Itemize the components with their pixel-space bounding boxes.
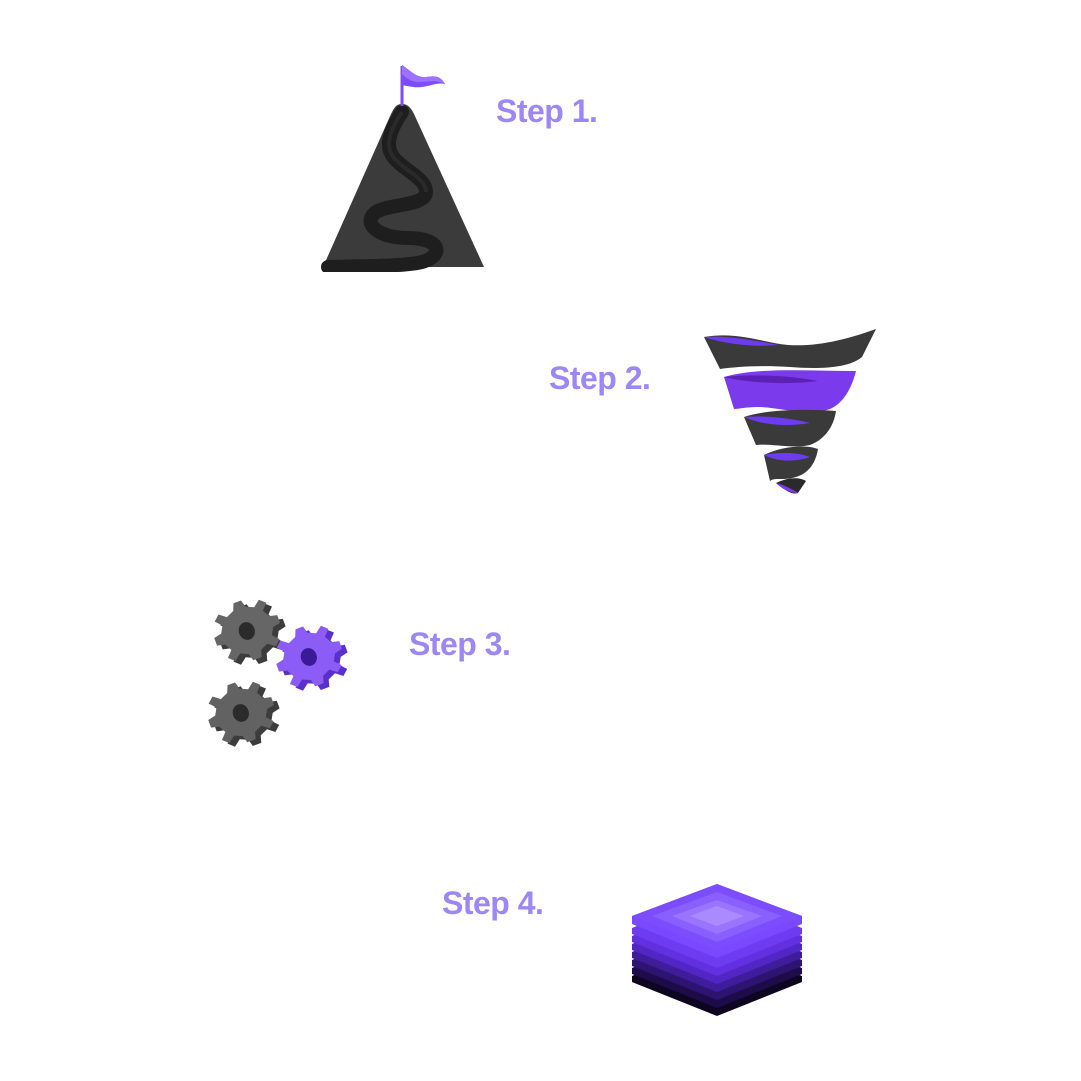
gears-icon	[199, 590, 356, 756]
layer-stack-icon	[632, 884, 802, 1016]
mountain-flag-icon	[321, 65, 484, 272]
step-2-label: Step 2.	[549, 360, 651, 396]
step-4-label: Step 4.	[442, 885, 544, 921]
step-1-label: Step 1.	[496, 93, 598, 129]
step-3-label: Step 3.	[409, 626, 511, 662]
tornado-icon	[704, 329, 876, 494]
